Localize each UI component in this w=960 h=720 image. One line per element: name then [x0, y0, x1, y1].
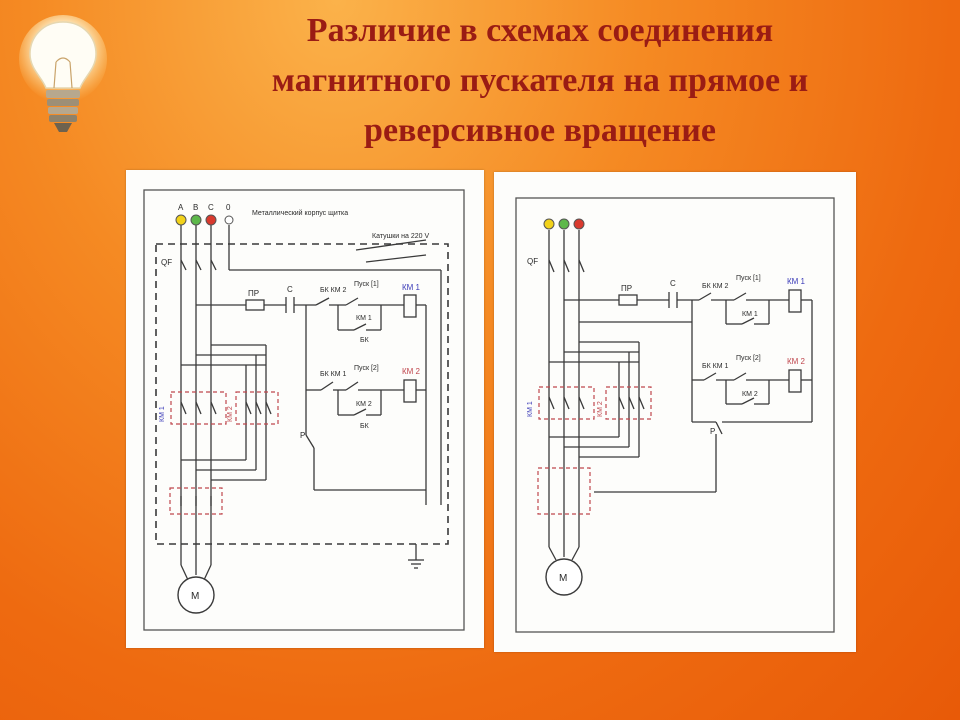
km1-aux-label: КМ 1	[742, 311, 758, 318]
motor-symbol	[177, 576, 215, 614]
relay-label: Р	[300, 431, 305, 440]
km2-coil-label: КМ 2	[402, 367, 421, 376]
housing-label: Металлический корпус щитка	[252, 209, 348, 217]
km2-coil-label: КМ 2	[787, 357, 806, 366]
motor-symbol	[545, 558, 583, 596]
fuse-label: ПР	[248, 289, 259, 298]
bk2-label: БК КМ 1	[702, 363, 728, 370]
title-line-1: Различие в схемах соединения	[306, 12, 774, 49]
stop-label: С	[287, 285, 293, 294]
fuse-label: ПР	[621, 284, 632, 293]
start2-label: Пуск [2]	[354, 365, 379, 372]
qf-label: QF	[161, 258, 172, 267]
phase-c-lamp	[573, 218, 585, 230]
bk2-sub-label: БК	[360, 423, 370, 430]
bk2-label: БК КМ 1	[320, 371, 346, 378]
qf-label: QF	[527, 257, 538, 266]
bk1-label: БК КМ 2	[702, 283, 728, 290]
start1-label: Пуск [1]	[736, 275, 761, 282]
km2-block-label: КМ 2	[597, 401, 604, 417]
km1-coil-label: КМ 1	[787, 277, 806, 286]
phase-a-lamp	[175, 214, 187, 226]
motor-label: М	[191, 591, 199, 602]
phase-c-lamp	[205, 214, 217, 226]
phase-label-a: A	[178, 203, 184, 212]
km1-aux-label: КМ 1	[356, 315, 372, 322]
relay-label: Р	[710, 427, 715, 436]
right-diagram-panel: QF ПР С БК КМ 2 Пуск [1] КМ 1 КМ 1 БК КМ…	[494, 172, 856, 652]
phase-b-lamp	[558, 218, 570, 230]
left-wiring-diagram: A B C 0 QF Металлический корпус щитка Ка…	[143, 189, 465, 631]
phase-label-b: B	[193, 203, 198, 212]
right-wiring-diagram: QF ПР С БК КМ 2 Пуск [1] КМ 1 КМ 1 БК КМ…	[515, 197, 835, 633]
bk1-label: БК КМ 2	[320, 287, 346, 294]
phase-a-lamp	[543, 218, 555, 230]
motor-label: М	[559, 573, 567, 584]
km2-aux-label: КМ 2	[356, 401, 372, 408]
phase-label-neutral: 0	[226, 203, 231, 212]
km2-aux-label: КМ 2	[742, 391, 758, 398]
coils-label: Катушки на 220 V	[372, 233, 429, 240]
left-diagram-panel: A B C 0 QF Металлический корпус щитка Ка…	[126, 170, 484, 648]
stop-label: С	[670, 279, 676, 288]
phase-label-c: C	[208, 203, 214, 212]
title-line-3: реверсивное вращение	[364, 112, 716, 149]
slide-title: Различие в схемах соединения магнитного …	[150, 6, 930, 156]
phase-b-lamp	[190, 214, 202, 226]
bk1-sub-label: БК	[360, 337, 370, 344]
neutral-lamp	[224, 215, 234, 225]
km1-block-label: КМ 1	[159, 406, 166, 422]
km1-block-label: КМ 1	[527, 401, 534, 417]
light-bulb-icon	[19, 15, 107, 132]
start1-label: Пуск [1]	[354, 281, 379, 288]
start2-label: Пуск [2]	[736, 355, 761, 362]
km1-coil-label: КМ 1	[402, 283, 421, 292]
title-line-2: магнитного пускателя на прямое и	[271, 62, 809, 99]
km2-block-label: КМ 2	[227, 406, 234, 422]
